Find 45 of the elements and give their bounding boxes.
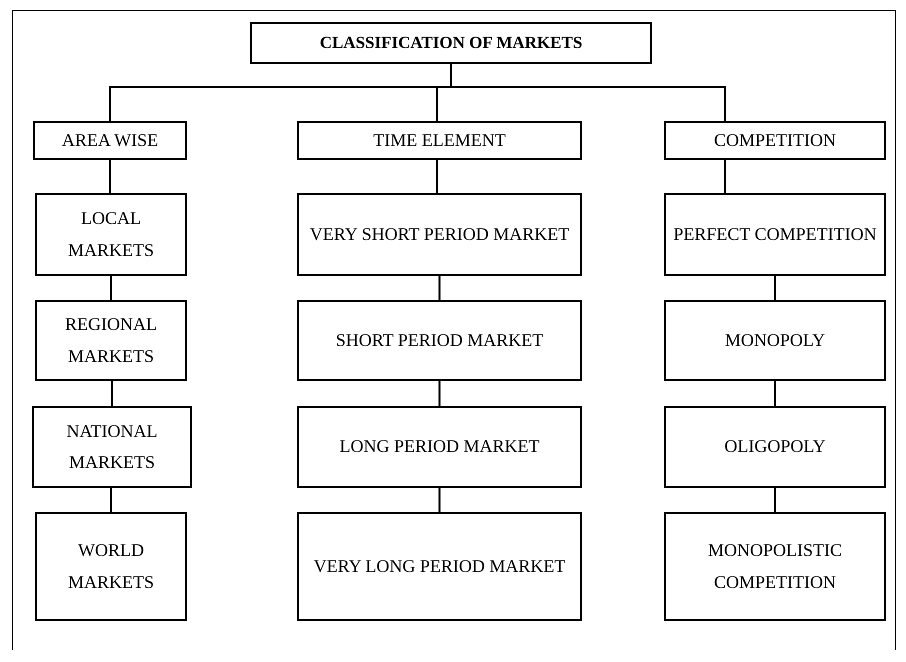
box-label: COMPETITION [714, 128, 836, 152]
connector-line [109, 160, 111, 193]
category-box [32, 406, 192, 488]
category-box [297, 406, 582, 488]
box-label: MONOPOLISTIC COMPETITION [706, 539, 843, 594]
category-box [297, 512, 582, 621]
category-box [297, 121, 582, 160]
title-text: CLASSIFICATION OF MARKETS [320, 32, 582, 54]
box-label: VERY SHORT PERIOD MARKET [310, 222, 570, 246]
box-label: LONG PERIOD MARKET [340, 435, 540, 458]
category-box [664, 512, 886, 621]
box-label: LOCAL MARKETS [66, 207, 155, 262]
category-box [33, 121, 187, 160]
connector-line [436, 160, 438, 193]
category-box [664, 300, 886, 381]
connector-line [724, 160, 726, 193]
connector-line [774, 381, 776, 406]
box-label: MONOPOLY [724, 328, 826, 352]
category-box [664, 121, 886, 160]
category-box [664, 406, 886, 488]
category-box [35, 300, 187, 381]
box-label: REGIONAL MARKETS [64, 313, 158, 368]
connector-line [774, 276, 776, 300]
box-label: SHORT PERIOD MARKET [336, 328, 544, 352]
category-box [35, 193, 187, 276]
connector-line [110, 276, 112, 300]
box-label: WORLD MARKETS [66, 539, 155, 594]
connector-line [438, 488, 440, 512]
connector-line [450, 64, 726, 121]
title-box [250, 22, 652, 64]
box-label: OLIGOPOLY [724, 435, 826, 458]
connector-line [774, 488, 776, 512]
connector-line [438, 381, 440, 406]
category-box [35, 512, 187, 621]
category-box [664, 193, 886, 276]
connector-line [438, 276, 440, 300]
connector-line [111, 381, 113, 406]
box-label: NATIONAL MARKETS [66, 420, 158, 474]
box-label: VERY LONG PERIOD MARKET [314, 554, 566, 578]
box-label: AREA WISE [62, 128, 158, 152]
box-label: TIME ELEMENT [373, 128, 506, 152]
category-box [297, 300, 582, 381]
box-label: PERFECT COMPETITION [673, 222, 877, 246]
category-box [297, 193, 582, 276]
connector-line [110, 488, 112, 512]
